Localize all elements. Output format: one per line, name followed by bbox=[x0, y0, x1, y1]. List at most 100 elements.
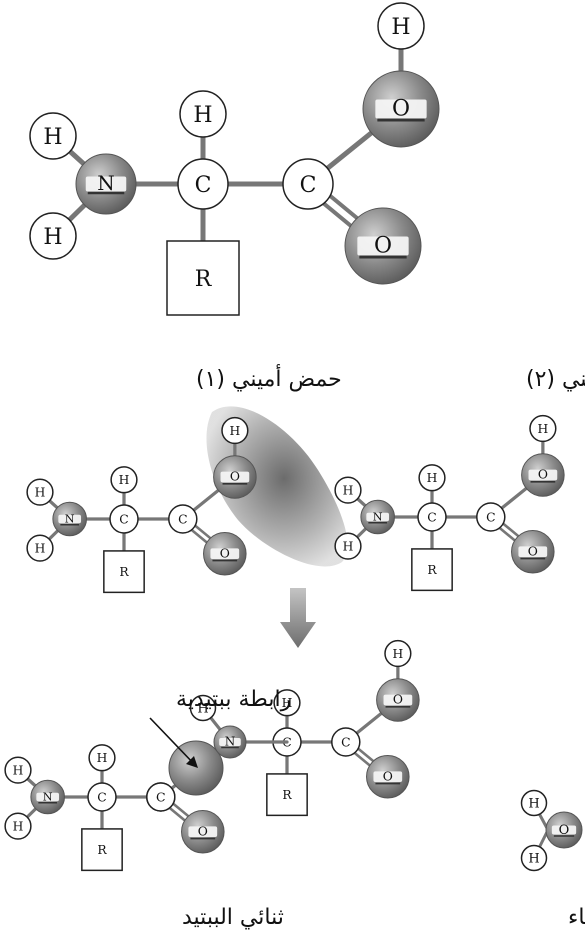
amino-acid-1-hydrogen-alpha: H bbox=[110, 466, 138, 494]
amino-acid-1-carbon-alpha: C bbox=[109, 504, 139, 534]
svg-text:O: O bbox=[230, 470, 240, 484]
dipeptide-res1-hydrogen-alpha: H bbox=[88, 744, 116, 772]
svg-text:C: C bbox=[427, 510, 436, 524]
amino-acid-1-oxygen-hydroxyl: O bbox=[213, 455, 257, 499]
svg-text:N: N bbox=[97, 171, 115, 195]
dipeptide-res1-side-chain: R bbox=[81, 828, 123, 872]
top-amino-acid-oxygen-carbonyl: O bbox=[344, 207, 422, 285]
svg-text:H: H bbox=[13, 820, 24, 834]
svg-text:O: O bbox=[392, 97, 410, 122]
dipeptide-res2-carbon-carboxyl: C bbox=[331, 727, 361, 757]
top-amino-acid-hydrogen-hydroxyl: H bbox=[377, 2, 425, 50]
amino-acid-2-oxygen-hydroxyl: O bbox=[521, 453, 565, 497]
water-hydrogen-2: H bbox=[520, 844, 548, 872]
svg-text:C: C bbox=[341, 735, 350, 749]
svg-text:H: H bbox=[43, 125, 62, 150]
amino-acid-2-label: حمض أميني (٢) bbox=[526, 364, 585, 392]
dipeptide-hydrogen-amide: H bbox=[189, 694, 217, 722]
top-amino-acid-carbon-carboxyl: C bbox=[282, 158, 334, 210]
svg-text:C: C bbox=[486, 510, 495, 524]
reaction-arrow bbox=[280, 588, 316, 648]
svg-text:C: C bbox=[119, 512, 128, 526]
dipeptide-res2-oxygen-carbonyl: O bbox=[366, 754, 410, 799]
amino-acid-1-side-chain: R bbox=[103, 550, 145, 594]
svg-text:H: H bbox=[343, 484, 354, 498]
peptide-bond-pointer bbox=[149, 717, 197, 767]
dipeptide-res1-carbon-alpha: C bbox=[87, 782, 117, 812]
svg-text:O: O bbox=[528, 544, 538, 558]
dipeptide-res1-nitrogen: N bbox=[30, 779, 65, 815]
top-amino-acid-side-chain: R bbox=[166, 240, 240, 316]
dipeptide-nitrogen-amide: N bbox=[213, 725, 247, 759]
dipeptide-label: ثنائي الببتيد bbox=[182, 905, 284, 930]
dipeptide-res2-side-chain: R bbox=[266, 773, 308, 817]
svg-text:H: H bbox=[193, 103, 212, 128]
svg-text:H: H bbox=[13, 764, 24, 778]
peptide-bond-ball bbox=[168, 740, 224, 796]
svg-text:C: C bbox=[156, 790, 166, 805]
amino-acid-1-hydrogen-hydroxyl: H bbox=[221, 416, 249, 445]
svg-text:H: H bbox=[282, 696, 293, 710]
dipeptide-res2-hydrogen-hydroxyl: H bbox=[384, 639, 412, 668]
amino-acid-1-oxygen-carbonyl: O bbox=[203, 531, 247, 576]
svg-text:R: R bbox=[282, 788, 292, 802]
amino-acid-2-nitrogen: N bbox=[360, 499, 395, 535]
svg-text:C: C bbox=[178, 512, 187, 526]
water-hydrogen-1: H bbox=[520, 789, 548, 817]
svg-text:O: O bbox=[393, 693, 403, 707]
dipeptide-res2-oxygen-hydroxyl: O bbox=[376, 678, 420, 722]
dipeptide-res2-hydrogen-alpha: H bbox=[273, 689, 301, 717]
svg-text:H: H bbox=[35, 542, 46, 556]
svg-text:O: O bbox=[538, 468, 548, 482]
svg-text:O: O bbox=[220, 546, 230, 560]
removed-water-highlight bbox=[206, 406, 348, 567]
water-oxygen: O bbox=[545, 811, 583, 849]
amino-acid-2-hydrogen-alpha: H bbox=[418, 464, 446, 492]
svg-text:O: O bbox=[383, 769, 393, 783]
svg-text:H: H bbox=[391, 15, 410, 40]
amino-acid-1-hydrogen-n1: H bbox=[26, 478, 54, 506]
svg-text:C: C bbox=[195, 173, 212, 198]
top-amino-acid-oxygen-hydroxyl: O bbox=[362, 70, 440, 148]
svg-text:H: H bbox=[528, 852, 539, 867]
amino-acid-2-side-chain: R bbox=[411, 548, 453, 592]
top-amino-acid-hydrogen-alpha: H bbox=[179, 90, 227, 138]
svg-text:R: R bbox=[195, 267, 213, 292]
svg-text:N: N bbox=[225, 735, 236, 749]
dipeptide-res1-hydrogen-n2: H bbox=[4, 812, 32, 840]
svg-text:H: H bbox=[538, 422, 549, 436]
svg-text:H: H bbox=[43, 225, 62, 250]
amino-acid-2-hydrogen-n1: H bbox=[334, 476, 362, 504]
svg-text:N: N bbox=[65, 512, 75, 525]
amino-acid-2-hydrogen-hydroxyl: H bbox=[529, 414, 557, 443]
dipeptide-res1-carbon-carboxyl-front: C bbox=[146, 782, 176, 812]
amino-acid-1-carbon-carboxyl: C bbox=[168, 504, 198, 534]
dipeptide-res1-hydrogen-n1: H bbox=[4, 756, 32, 784]
svg-text:H: H bbox=[427, 471, 438, 485]
amino-acid-2-hydrogen-n2: H bbox=[334, 532, 362, 560]
top-amino-acid-nitrogen: N bbox=[75, 153, 137, 215]
amino-acid-1-nitrogen: N bbox=[52, 501, 87, 537]
svg-text:N: N bbox=[43, 790, 53, 803]
svg-text:C: C bbox=[97, 790, 106, 804]
peptide-bond-label: رابطة ببتيدية bbox=[176, 687, 291, 712]
svg-text:H: H bbox=[119, 473, 130, 487]
svg-text:H: H bbox=[35, 486, 46, 500]
svg-text:H: H bbox=[230, 424, 241, 438]
amino-acid-2-carbon-carboxyl: C bbox=[476, 502, 506, 532]
peptide-bond-pointer-head bbox=[186, 756, 198, 768]
svg-text:H: H bbox=[528, 797, 539, 812]
dipeptide-res1-oxygen-carbonyl: O bbox=[181, 809, 225, 854]
svg-text:N: N bbox=[373, 510, 383, 523]
amino-acid-2-oxygen-carbonyl: O bbox=[511, 529, 555, 574]
top-amino-acid-hydrogen-n1: H bbox=[29, 112, 77, 160]
top-amino-acid-carbon-alpha: C bbox=[177, 158, 229, 210]
svg-text:C: C bbox=[300, 173, 317, 198]
amino-acid-1-hydrogen-n2: H bbox=[26, 534, 54, 562]
svg-text:R: R bbox=[97, 843, 107, 857]
svg-text:R: R bbox=[427, 563, 437, 577]
svg-text:O: O bbox=[198, 824, 208, 838]
svg-text:H: H bbox=[343, 540, 354, 554]
water-label: ماء bbox=[568, 905, 585, 930]
